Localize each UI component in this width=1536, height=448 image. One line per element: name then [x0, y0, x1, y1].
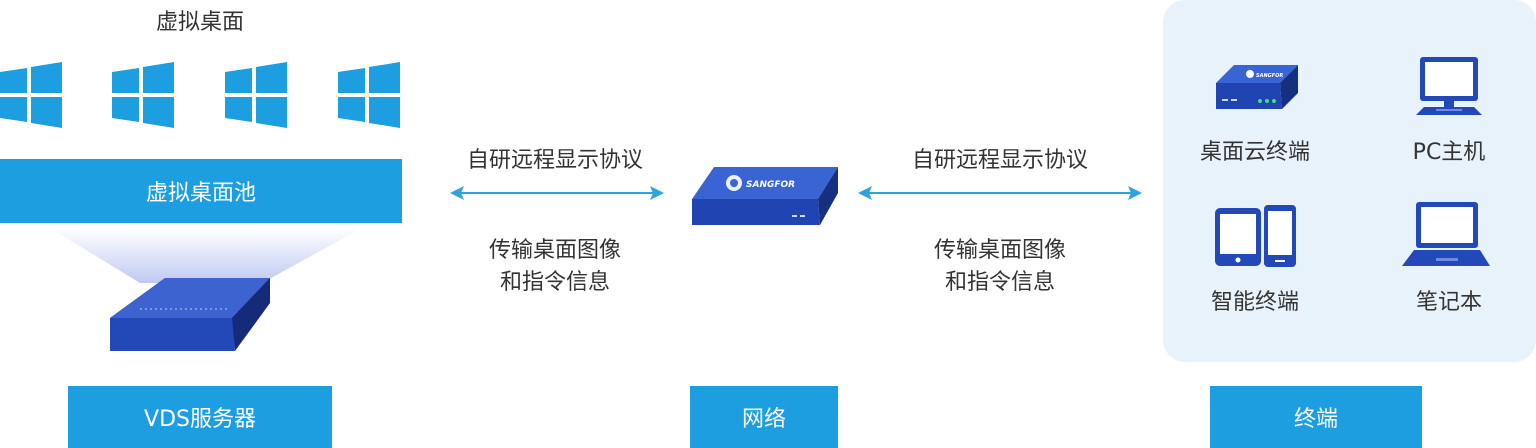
- transfer-label-right-line1: 传输桌面图像: [933, 238, 1066, 263]
- windows-logo-icon: [225, 62, 287, 128]
- virtual-desktop-pool-bar: 虚拟桌面池: [0, 159, 402, 223]
- windows-logo-icon: [338, 62, 400, 128]
- device-brand-text: SANGFOR: [746, 180, 795, 190]
- terminal-label-smart: 智能终端: [1210, 290, 1299, 315]
- virtual-desktop-label: 虚拟桌面: [155, 10, 244, 35]
- terminal-label-pc: PC主机: [1412, 140, 1486, 165]
- network-device-icon: SANGFOR: [692, 167, 838, 225]
- windows-logo-icon: [0, 62, 62, 128]
- laptop-icon: [1402, 202, 1490, 266]
- terminals-label: 终端: [1210, 386, 1422, 448]
- server-illustration: [50, 228, 362, 351]
- protocol-label-left: 自研远程显示协议: [466, 148, 643, 173]
- double-arrow-left: [450, 186, 664, 200]
- pc-icon: [1416, 57, 1482, 115]
- vds-server-label: VDS服务器: [68, 386, 332, 448]
- protocol-label-right: 自研远程显示协议: [911, 148, 1088, 173]
- tablet-phone-icon: [1215, 205, 1296, 267]
- double-arrow-right: [858, 186, 1142, 200]
- transfer-label-left-line2: 和指令信息: [499, 270, 610, 295]
- windows-logo-icon: [112, 62, 174, 128]
- transfer-label-right-line2: 和指令信息: [944, 270, 1055, 295]
- terminal-label-laptop: 笔记本: [1415, 290, 1482, 315]
- transfer-label-left-line1: 传输桌面图像: [488, 238, 621, 263]
- thin-client-icon: SANGFOR: [1216, 65, 1298, 109]
- terminal-label-thin-client: 桌面云终端: [1199, 140, 1310, 165]
- network-label: 网络: [690, 386, 838, 448]
- svg-text:SANGFOR: SANGFOR: [1256, 73, 1283, 79]
